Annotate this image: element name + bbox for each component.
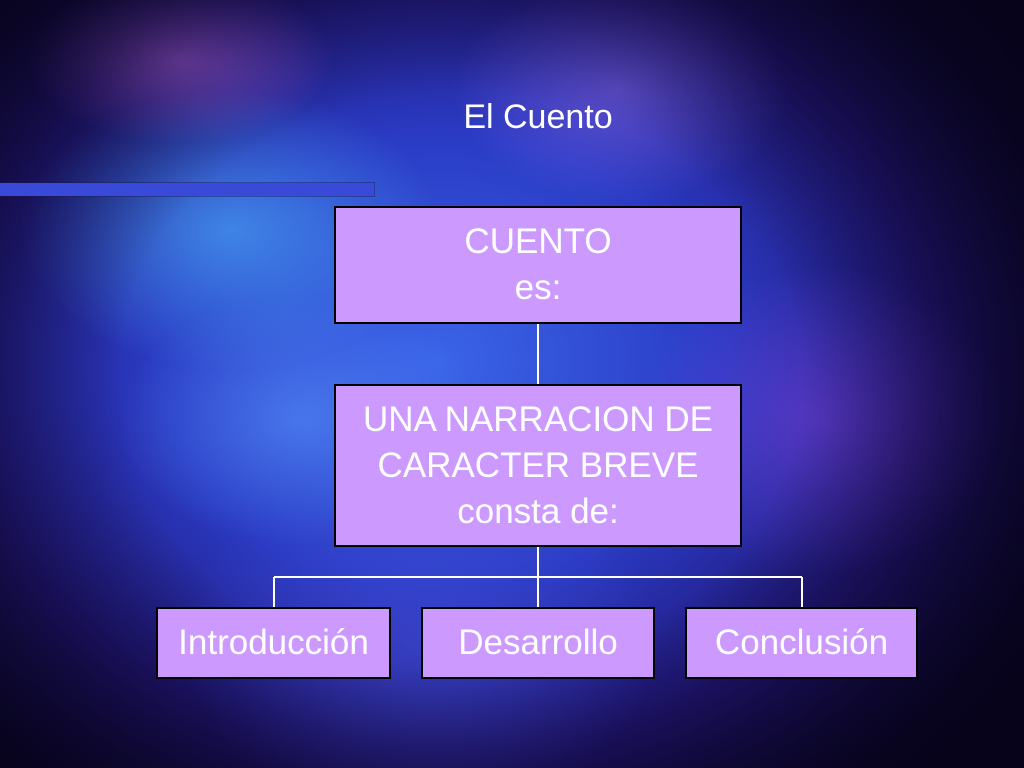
leaf-label-introduccion: Introducción (178, 623, 369, 662)
leaf-box-introduccion: Introducción (156, 607, 391, 679)
middle-box-line-2: CARACTER BREVE (377, 445, 699, 485)
title-accent-bar (0, 183, 374, 196)
leaf-box-conclusion: Conclusión (685, 607, 918, 679)
root-box-line-1: CUENTO (464, 222, 612, 261)
middle-box-line-3: consta de: (457, 491, 619, 531)
middle-box: UNA NARRACION DE CARACTER BREVE consta d… (334, 384, 742, 547)
root-box: CUENTO es: (334, 206, 742, 324)
leaf-label-desarrollo: Desarrollo (458, 623, 618, 662)
slide-title: El Cuento (463, 98, 613, 136)
middle-box-line-1: UNA NARRACION DE (362, 399, 714, 439)
root-box-line-2: es: (514, 268, 562, 307)
leaf-box-desarrollo: Desarrollo (421, 607, 655, 679)
leaf-label-conclusion: Conclusión (714, 623, 889, 662)
